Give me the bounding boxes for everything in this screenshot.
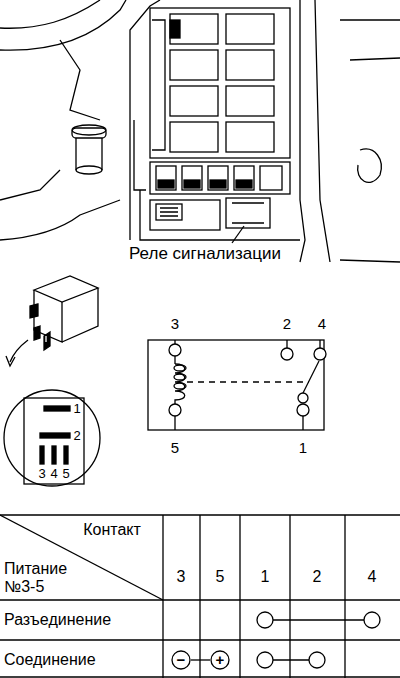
connection-line: [191, 659, 210, 660]
circle-shape: [172, 651, 190, 669]
table-header: 5: [216, 568, 225, 586]
circle-shape: [211, 651, 229, 669]
sign-circle: −: [171, 650, 191, 670]
sign-text: +: [210, 650, 230, 668]
engine-bay-drawing: [0, 0, 400, 262]
row-label: Соединение: [4, 651, 96, 669]
pin-number: 3: [38, 467, 45, 482]
pin-number: 4: [50, 467, 57, 482]
truth-table: [0, 515, 400, 678]
pin-number: 1: [73, 402, 80, 417]
row-label: Разъединение: [4, 611, 111, 629]
connector-face: [4, 390, 100, 486]
table-header: 2: [313, 568, 322, 586]
relay-schematic: [148, 340, 326, 430]
pin-number: 1: [299, 439, 307, 456]
table-header: 1: [261, 568, 270, 586]
sign-circle: +: [210, 650, 230, 670]
pin-number: 3: [171, 315, 179, 332]
pin-number: 2: [283, 315, 291, 332]
table-header: 3: [177, 568, 186, 586]
pin-number: 5: [62, 467, 69, 482]
pin-number: 4: [318, 315, 326, 332]
caption-label: Реле сигнализации: [126, 244, 284, 264]
table-header: Питание №3-5: [4, 560, 84, 597]
pin-number: 2: [73, 429, 80, 444]
leader-line: [232, 226, 244, 243]
relay-pictogram: [6, 276, 98, 366]
pin-number: 5: [171, 439, 179, 456]
table-header: Контакт: [83, 521, 141, 539]
sign-text: −: [171, 650, 191, 668]
table-header: 4: [368, 568, 377, 586]
